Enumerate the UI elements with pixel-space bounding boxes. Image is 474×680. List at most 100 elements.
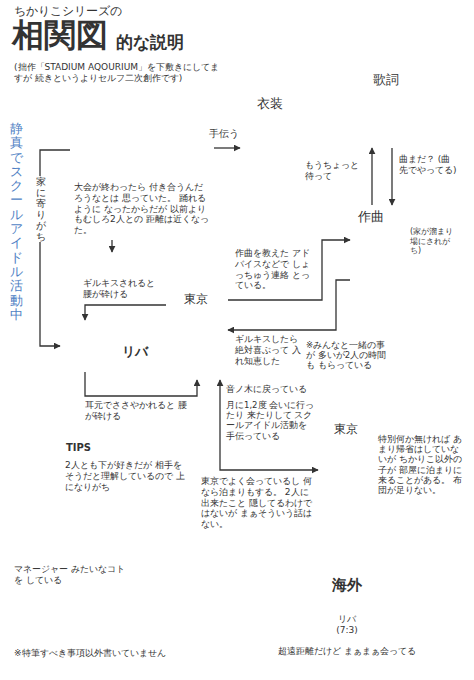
tips-tag — [62, 441, 96, 457]
group-box: 海外リバ (7:3)超遠距離だけど まぁまぁ会ってる — [228, 574, 466, 644]
eye — [104, 155, 108, 161]
hair — [171, 322, 223, 374]
character-node: 東京特別何か無ければ あまり帰省はしていないが ちかりこ以外の子が 部屋に泊まり… — [318, 418, 470, 510]
footnote: ※特筆すべき事項以外書いていません — [14, 648, 166, 659]
mouth — [47, 550, 52, 551]
annotation: ※みんなと一緒の事が 多いが2人の時間も もらっている — [306, 340, 390, 371]
node-art — [10, 512, 130, 602]
connector-arrow — [391, 148, 392, 205]
connector-arrow — [220, 380, 318, 470]
node-note: (家が溜まり場にされがち) — [410, 227, 460, 256]
annotation: 的な説明 — [116, 32, 184, 52]
edge-label-holder: 家に寄りがち — [35, 176, 47, 242]
face-skin — [398, 612, 430, 636]
group-frame — [229, 575, 465, 643]
hair — [247, 116, 295, 164]
tips-box: TIPS 2人とも下が好きだが 相手をそうだと理解しているので 上になりがち — [58, 440, 190, 504]
eye — [187, 353, 191, 359]
note-holder: ※みんなと一緒の事が 多いが2人の時間も もらっている — [306, 340, 390, 371]
text-holder: リバ — [122, 344, 148, 360]
hair — [324, 448, 372, 496]
edge-label: もうちょっと 待って — [304, 160, 366, 182]
mouth — [412, 630, 417, 631]
mouth — [194, 364, 200, 365]
hair-ponytail — [293, 600, 305, 628]
eye — [204, 353, 208, 359]
connector-arrow — [111, 240, 112, 252]
edge-label: 家に寄りがち — [35, 176, 47, 242]
heart-outline — [36, 261, 281, 487]
eye — [386, 262, 389, 268]
edge-label-holder: ギルキスしたら 絶対喜ぶって 入れ知恵した — [234, 334, 304, 366]
text-holder: 2人とも下が好きだが 相手をそうだと理解しているので 上になりがち — [65, 460, 185, 492]
node-note: 2人とも下が好きだが 相手をそうだと理解しているので 上になりがち — [65, 460, 185, 492]
mouth — [111, 166, 117, 167]
title-holder: 相関図 — [12, 16, 108, 54]
eye — [41, 540, 44, 545]
node-label: 東京 — [184, 292, 208, 306]
text-holder: TIPS — [66, 442, 91, 454]
face-skin — [32, 529, 67, 555]
region-band: 静真でスクールアイドル活動中 大会が終わったら 付き合うんだろうなとは 思っていた… — [4, 60, 468, 332]
connector-arrow — [228, 240, 350, 300]
eye — [272, 622, 275, 627]
node-art — [4, 60, 468, 332]
node-note: 特別何か無ければ あまり帰省はしていないが ちかりこ以外の子が 部屋に泊まりに … — [378, 434, 466, 495]
character-node — [60, 320, 110, 372]
mouth — [278, 630, 283, 631]
eye — [375, 119, 378, 125]
node-label: 静真でスクールアイドル活動中 — [10, 122, 23, 322]
node-label: 東京 — [334, 422, 358, 436]
node-label: リバ — [122, 344, 148, 360]
note-holder: 月に1,2度 会いに行ったり 来たりして スクールアイドル活動を 手伝っている — [226, 400, 316, 441]
text-holder: 歌詞 — [373, 72, 399, 88]
annotation: 音ノ木に戻っている — [226, 384, 307, 395]
text-holder: 東京 — [334, 422, 358, 436]
node-label: 海外 — [332, 576, 362, 594]
edge-label-holder: 手伝う — [208, 128, 240, 140]
node-label: TIPS — [66, 442, 91, 454]
node-note: 超遠距離だけど まぁまぁ会ってる — [275, 646, 419, 657]
edge-label-holder: 東京でよく会っているし 何なら泊まりもする。 2人に出来たこと 隠してるわけでは… — [200, 476, 316, 530]
text-holder: 大会が終わったら 付き合うんだろうなとは 思っていた。 踊れるように なったから… — [74, 182, 210, 236]
eye — [391, 119, 394, 125]
mouth — [382, 129, 388, 130]
character-node: 東京 — [166, 288, 228, 380]
edge-label: 作曲を教えた アドバイスなどで しょっちゅう連絡 とっている。 — [234, 248, 316, 291]
mouth — [345, 487, 351, 488]
connector-arrow — [85, 372, 197, 396]
hair-strand — [101, 145, 114, 150]
node-label: 大会が終わったら 付き合うんだろうなとは 思っていた。 踊れるように なったから… — [74, 182, 210, 236]
connector-arrow — [371, 148, 372, 205]
eye — [370, 262, 373, 268]
eye — [285, 622, 288, 627]
region-outline — [6, 62, 466, 328]
note-holder: ※特筆すべき事項以外書いていません — [14, 648, 166, 659]
eye — [406, 622, 409, 627]
note-holder: (拙作「STADIUM AQOURIUM」を下敷きにしてますが 続きというよりセ… — [14, 62, 224, 84]
hair-tail — [240, 141, 257, 158]
annotation: (拙作「STADIUM AQOURIUM」を下敷きにしてますが 続きというよりセ… — [14, 62, 224, 84]
edge-label-holder: 作曲を教えた アドバイスなどで しょっちゅう連絡 とっている。 — [234, 248, 316, 291]
eye — [56, 540, 59, 545]
title-rule — [248, 585, 324, 586]
title: 相関図 — [12, 16, 108, 54]
tips-frame — [59, 450, 189, 503]
hair — [260, 598, 300, 638]
text-holder: 海外 — [332, 576, 362, 594]
note-holder: 音ノ木に戻っている — [226, 384, 307, 395]
character-node: 大会が終わったら 付き合うんだろうなとは 思っていた。 踊れるように なったから… — [70, 120, 214, 240]
hair-strand — [85, 311, 96, 322]
face-skin — [366, 107, 404, 136]
face-skin — [252, 133, 290, 162]
face-skin — [66, 339, 104, 368]
eye — [354, 477, 357, 483]
text-holder: マネージャー みたいなコトを している — [14, 564, 126, 586]
edge-label: 耳元でささやかれると 腰が砕ける — [84, 400, 188, 422]
connector-arrow — [214, 147, 240, 148]
edge-label-holder: 曲まだ？ (曲先でやってる) — [398, 154, 460, 176]
node-note: リバ (7:3) — [329, 614, 365, 636]
hair — [28, 514, 72, 558]
face-skin — [264, 612, 296, 636]
text-holder: 東京 — [184, 292, 208, 306]
